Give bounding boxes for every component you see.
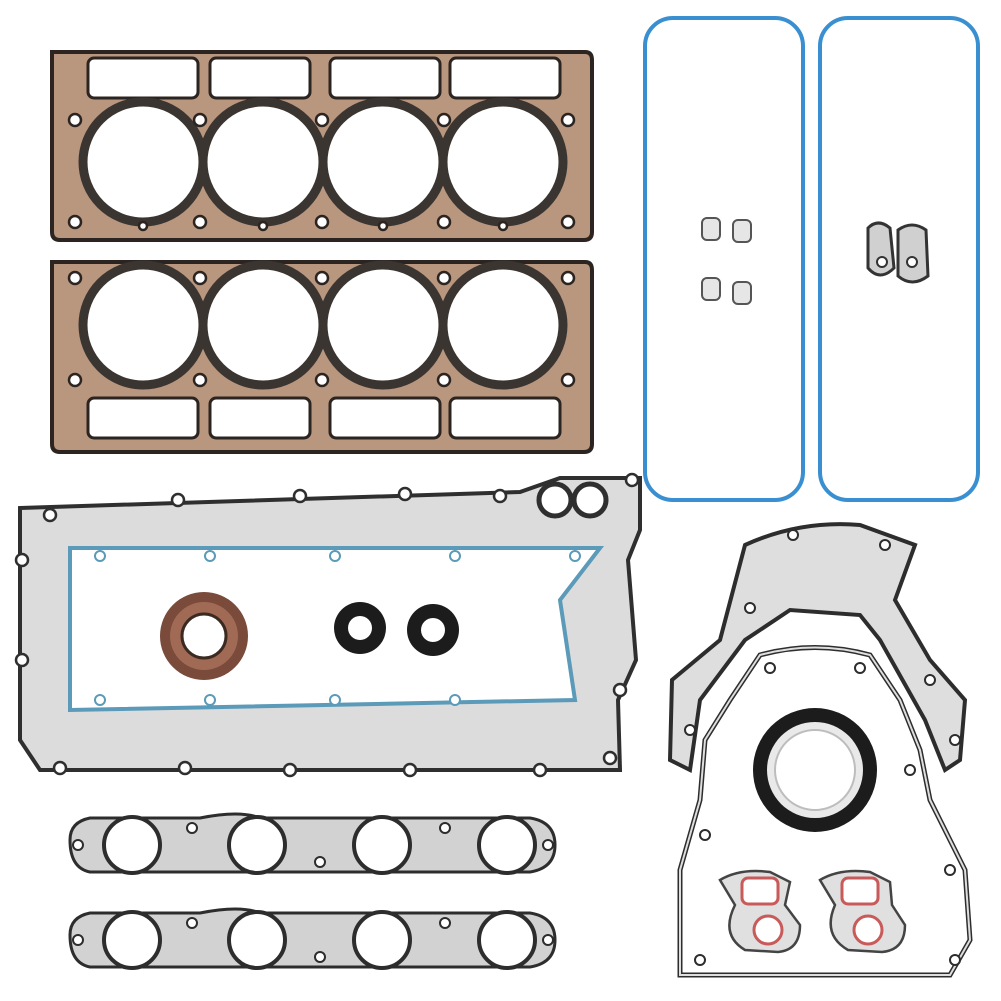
valve-stem-seals <box>334 602 459 656</box>
exhaust-manifold-gasket-bottom <box>68 907 557 970</box>
timing-cover-gasket <box>677 645 973 978</box>
valve-cover-gasket-right <box>818 16 980 502</box>
front-crank-seal <box>160 592 248 680</box>
valve-cover-gasket-left <box>643 16 805 502</box>
cylinder-head-gasket-bottom <box>50 260 594 454</box>
cylinder-head-gasket-top <box>50 50 594 242</box>
rear-main-seal-cover-gasket <box>667 522 968 774</box>
oil-pan-gasket <box>14 472 642 778</box>
rear-main-seal <box>753 708 877 832</box>
exhaust-manifold-gasket-top <box>68 812 557 875</box>
water-pump-gaskets <box>718 869 907 954</box>
